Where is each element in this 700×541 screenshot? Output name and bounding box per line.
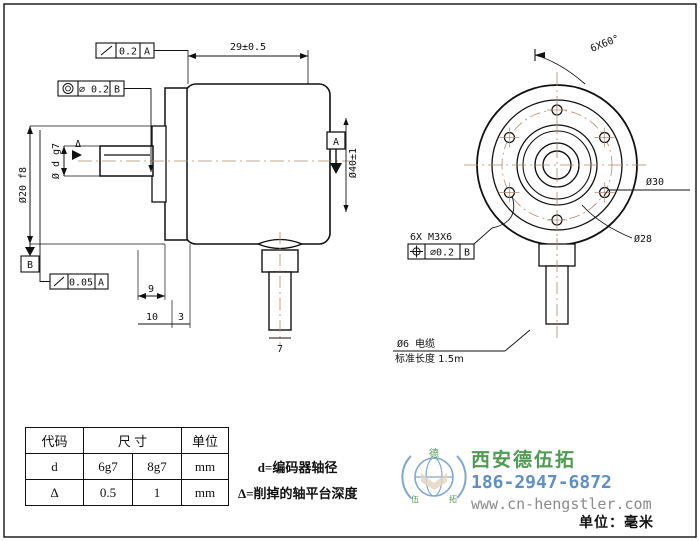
table-row: Δ 0.5 1 mm Δ=削掉的轴平台深度: [25, 479, 359, 506]
hole-centermarks: [499, 100, 615, 230]
thread-gdt-datum: B: [464, 248, 470, 259]
header-dimension: 尺 寸: [83, 427, 182, 454]
dim-29-label: 29±0.5: [230, 42, 266, 53]
position-icon: [410, 245, 423, 258]
row-1-dim2: 1: [132, 479, 182, 506]
header-code: 代码: [25, 427, 84, 454]
bolt-angle-label: 6X60°: [589, 33, 621, 54]
svg-text:伍: 伍: [411, 494, 419, 504]
gdt1-datum: A: [144, 47, 150, 58]
row-1-unit: mm: [181, 479, 229, 506]
table-row: d 6g7 8g7 mm d=编码器轴径: [25, 453, 359, 480]
table-header-row: 代码 尺 寸 单位: [25, 427, 359, 454]
thread-gdt-value: ⌀0.2: [430, 248, 454, 259]
gdt2-value: ⌀ 0.2: [79, 85, 109, 96]
cable-length-label: 标准长度 1.5m: [395, 352, 464, 365]
perpendicularity-icon-2: [53, 276, 65, 287]
cable-callout-leader: [504, 329, 531, 352]
bolt-circle-label: Ø30: [646, 176, 664, 188]
datum-a-label: A: [333, 137, 339, 148]
perpendicularity-icon: [100, 45, 113, 56]
row-0-code: d: [25, 453, 84, 480]
gdt3-value: 0.05: [69, 278, 93, 289]
flange-step: [151, 125, 167, 203]
circular-runout-icon: [62, 83, 74, 94]
svg-text:拓: 拓: [449, 494, 457, 504]
delta-arrow-icon: [72, 150, 82, 160]
header-note-blank: [229, 428, 359, 454]
row-1-code: Δ: [25, 479, 84, 506]
right-view-group: 6X60° Ø30 Ø28 6X M3X6: [393, 33, 690, 365]
row-0-unit: mm: [181, 453, 229, 480]
company-name: 西安德伍拓: [471, 449, 577, 471]
gdt2-datum: B: [114, 85, 120, 96]
dim-dg7-label: Ø d g7: [50, 143, 62, 179]
page-border: [3, 3, 697, 538]
row-0-dim2: 8g7: [132, 453, 182, 480]
brand-footer: 德 伍 拓 西安德伍拓 186-2947-6872 www.cn-hengstl…: [399, 440, 699, 535]
dim-10-label: 10: [146, 312, 158, 323]
thread-callout-label: 6X M3X6: [410, 232, 452, 243]
dim-7-label: 7: [277, 344, 283, 355]
row-0-dim1: 6g7: [83, 453, 133, 480]
thread-callout-leader: [473, 195, 515, 245]
unit-note: 单位：毫米: [579, 514, 654, 530]
gdt-frame-position-b: ⌀0.2 B: [407, 243, 475, 260]
gdt-frame-runout-b: ⌀ 0.2 B: [57, 80, 154, 172]
row-1-note: Δ=削掉的轴平台深度: [238, 486, 358, 501]
svg-text:德: 德: [429, 447, 439, 460]
datum-b-triangle: [25, 247, 35, 256]
encoder-housing: [184, 83, 331, 245]
bolt-angle-arrow: [535, 52, 545, 58]
gdt-frame-perpendicularity-a2: 0.05 A: [39, 130, 109, 290]
dim-20f8-label: Ø20 f8: [17, 167, 29, 203]
datum-a-triangle: [330, 163, 342, 174]
datum-b-feature: B: [20, 244, 40, 273]
gdt1-value: 0.2: [119, 47, 137, 58]
company-website[interactable]: www.cn-hengstler.com: [471, 495, 652, 513]
left-view-group: 29±0.5 0.2 A ⌀ 0.2 B: [17, 42, 359, 355]
row-0-note: d=编码器轴径: [257, 460, 338, 475]
gdt3-datum: A: [98, 278, 104, 289]
header-unit: 单位: [181, 427, 229, 454]
company-logo-icon: 德 伍 拓: [401, 447, 467, 504]
pilot-dia-label: Ø28: [634, 233, 652, 245]
row-1-dim1: 0.5: [83, 479, 133, 506]
dim-3-label: 3: [178, 312, 184, 323]
bolt-angle-leader: [534, 54, 586, 85]
company-phone[interactable]: 186-2947-6872: [471, 472, 612, 493]
delta-symbol-label: Δ: [75, 139, 81, 150]
dim-40-label: Ø40±1: [347, 148, 359, 178]
pilot-dia-leader: [581, 204, 633, 239]
flange-plate: [164, 87, 188, 241]
dim-9-label: 9: [148, 284, 154, 295]
cable-dia-label: Ø6 电缆: [397, 337, 435, 350]
datum-b-label: B: [27, 260, 33, 271]
gdt-frame-perpendicularity-a: 0.2 A: [95, 42, 188, 59]
bolt-circle-leader2: [603, 189, 609, 197]
spec-table: 代码 尺 寸 单位 d 6g7 8g7 mm d=编码器轴径 Δ 0.5 1 m…: [25, 427, 359, 506]
